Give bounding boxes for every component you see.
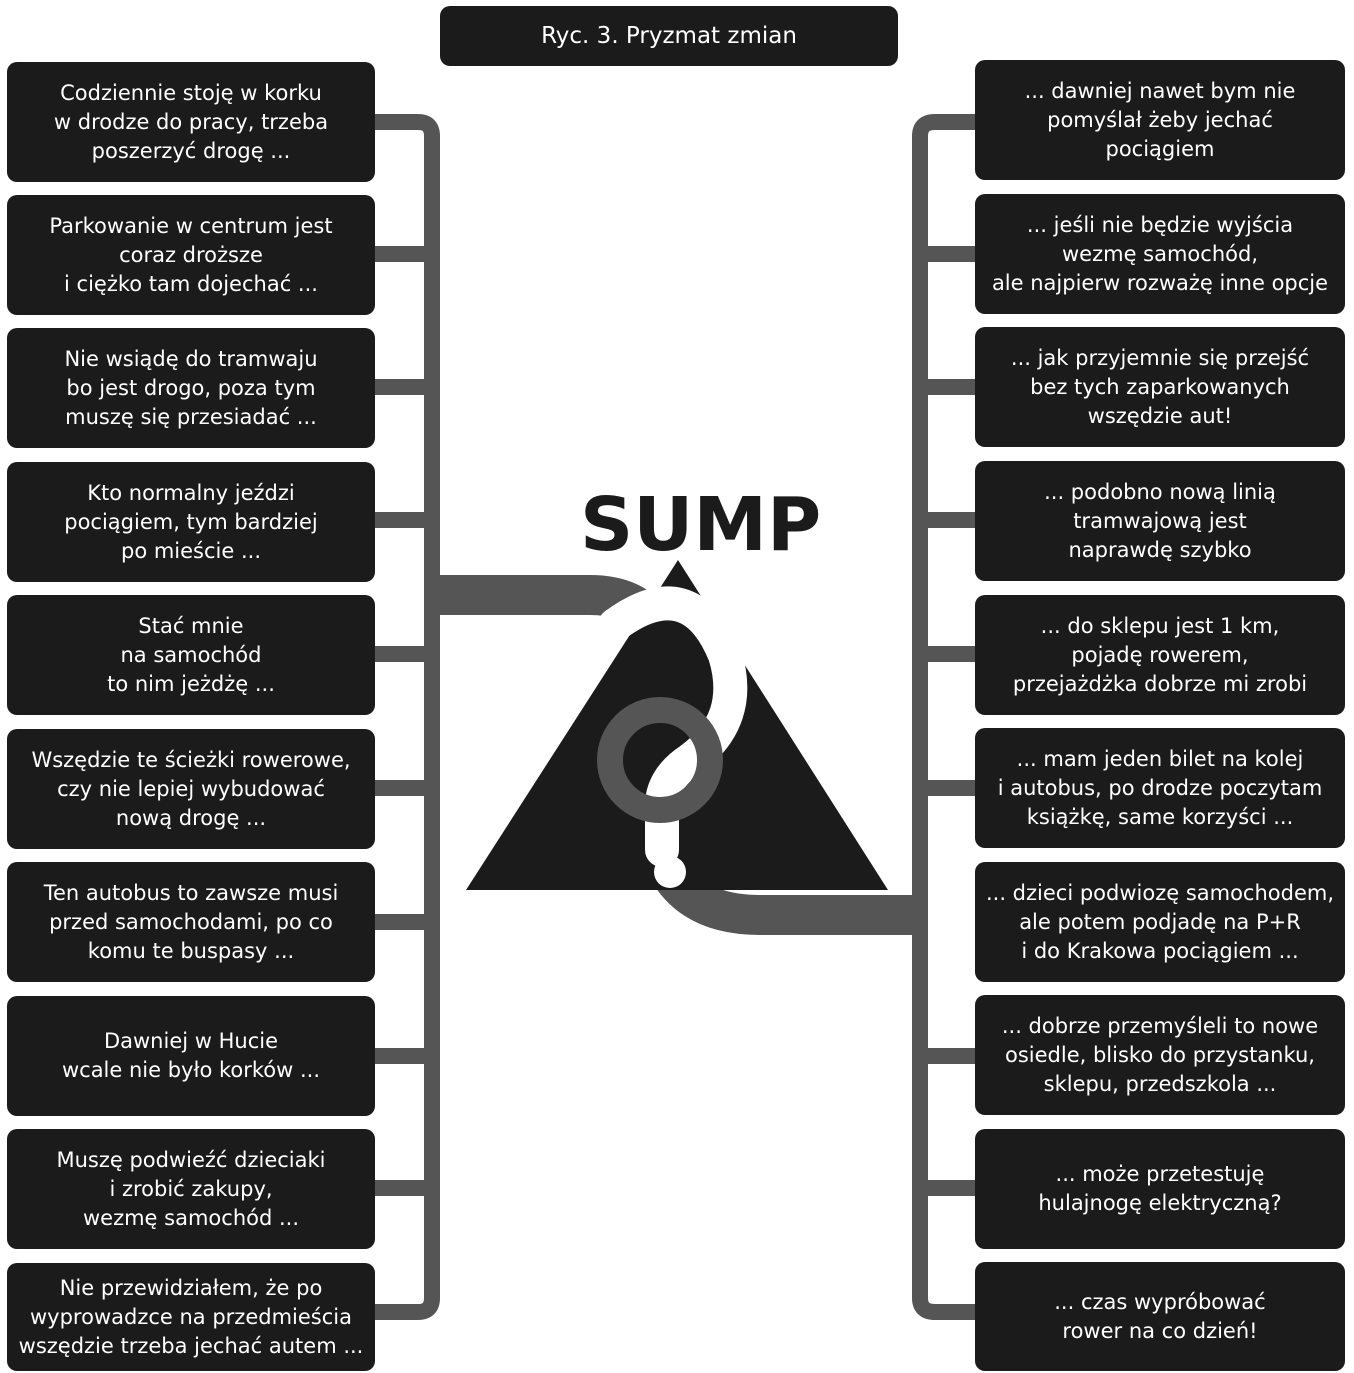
question-mark-ring <box>597 697 723 823</box>
figure-title: Ryc. 3. Pryzmat zmian <box>440 6 898 66</box>
left-statement: Stać mnie na samochód to nim jeżdżę ... <box>7 595 375 715</box>
right-statement: ... dawniej nawet bym nie pomyślał żeby … <box>975 60 1345 180</box>
left-statement: Nie przewidziałem, że po wyprowadzce na … <box>7 1263 375 1371</box>
left-branch-lines <box>368 246 432 1196</box>
right-statement: ... jak przyjemnie się przejść bez tych … <box>975 327 1345 447</box>
right-statement: ... czas wypróbować rower na co dzień! <box>975 1262 1345 1371</box>
sump-label: SUMP <box>580 482 822 568</box>
left-connector-line <box>368 114 440 1320</box>
left-statement: Nie wsiądę do tramwaju bo jest drogo, po… <box>7 328 375 448</box>
right-statement: ... mam jeden bilet na kolej i autobus, … <box>975 728 1345 848</box>
left-statement: Codziennie stoję w korku w drodze do pra… <box>7 62 375 182</box>
right-connector-line <box>912 114 985 1320</box>
left-statement: Ten autobus to zawsze musi przed samocho… <box>7 862 375 982</box>
right-statement: ... dobrze przemyśleli to nowe osiedle, … <box>975 995 1345 1115</box>
left-statement: Dawniej w Hucie wcale nie było korków ..… <box>7 996 375 1116</box>
left-statement: Parkowanie w centrum jest coraz droższe … <box>7 195 375 315</box>
left-statement: Wszędzie te ścieżki rowerowe, czy nie le… <box>7 729 375 849</box>
left-statement: Muszę podwieźć dzieciaki i zrobić zakupy… <box>7 1129 375 1249</box>
right-statement: ... podobno nową linią tramwajową jest n… <box>975 461 1345 581</box>
question-mark-dot-icon <box>654 856 686 888</box>
right-branch-lines <box>920 246 985 1196</box>
right-statement: ... do sklepu jest 1 km, pojadę rowerem,… <box>975 595 1345 715</box>
right-statement: ... jeśli nie będzie wyjścia wezmę samoc… <box>975 194 1345 314</box>
question-mark-icon <box>598 586 748 867</box>
left-statement: Kto normalny jeździ pociągiem, tym bardz… <box>7 462 375 582</box>
right-statement: ... dzieci podwiozę samochodem, ale pote… <box>975 862 1345 982</box>
right-statement: ... może przetestuję hulajnogę elektrycz… <box>975 1129 1345 1249</box>
